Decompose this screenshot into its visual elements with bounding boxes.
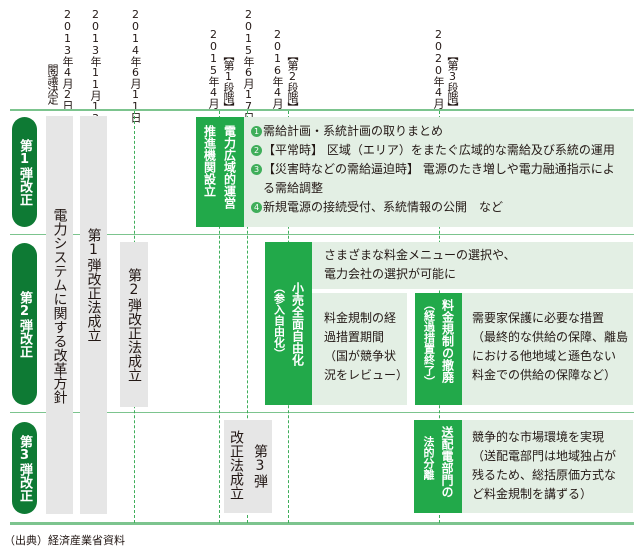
transition-period-description: 料金規制の経 過措置期間 （国が競争状 況をレビュー） [312,293,409,405]
box-line: 料金規制の撤廃 [440,299,455,383]
milestone-text: 改正法成立 [228,430,244,500]
milestone-law3: 第3弾 改正法成立 [224,420,272,513]
header-date-2013-11: 2013年11月13日 [89,8,102,134]
text-line: 過措置期間 [324,330,385,344]
duty-item-continued: る需給調整 [251,179,633,198]
text-line: （国が競争状 [324,349,397,363]
header-date-2015-04: 2015年4月 [207,28,220,108]
header-date-2015-06: 2015年6月17日 [242,8,255,122]
unbundling-description: 競争的な市場環境を実現 （送配電部門は地域独占が 残るため、総括原価方式な ど料… [462,420,633,513]
row-label-text: 第3弾改正 [17,434,32,502]
text-line: 残るため、総括原価方式な [472,468,617,482]
text-line: ど料金規制を講ずる） [472,487,593,501]
header-cabinet-decision: 閣議決定 [46,64,59,104]
header-date-2014-06: 2014年6月11日 [129,8,142,122]
consumer-protection-description: 需要家保護に必要な措置 （最終的な供給の保障、離島 における他地域と遜色ない 料… [462,293,633,405]
duty-text: る需給調整 [263,181,324,195]
duty-text: 【平常時】 区域（エリア）をまたぐ広域的な需給及び系統の運用 [263,143,615,157]
unbundling-box: 送配電部門の 法的分離 [414,420,462,513]
row-divider-2 [10,412,634,413]
timeline-marker-2015-06 [247,111,248,523]
text-line: （送配電部門は地域独占が [472,449,617,463]
text-line: 況をレビュー） [324,368,409,382]
box-line: （参入自由化） [272,282,286,359]
box-line: 送配電部門の [440,426,454,498]
text-line: 料金規制の経 [324,311,397,325]
source-note: （出典）経済産業省資料 [4,534,125,547]
row-label-text: 第2弾改正 [17,290,32,358]
duty-item: 2【平常時】 区域（エリア）をまたぐ広域的な需給及び系統の運用 [251,141,633,160]
choice-description: さまざまな料金メニューの選択や、 電力会社の選択が可能に [312,242,633,289]
box-line: 電力広域的運営 [222,125,237,209]
rate-regulation-abolition-box: 料金規制の撤廃 （経過措置終了） [415,293,462,405]
duty-text: 【災害時などの需給逼迫時】 電源のたき増しや電力融通指示によ [263,162,615,176]
bottom-divider [10,522,634,525]
text-line: 需要家保護に必要な措置 [472,311,605,325]
circled-number-icon: 1 [251,126,262,137]
milestone-text: 電力システムに関する改革方針 [51,208,68,404]
milestone-law1: 第1弾改正法成立 [80,116,107,514]
row-label-text: 第1弾改正 [17,138,32,206]
box-line: 小売全面自由化 [290,282,305,366]
duty-item: 3【災害時などの需給逼迫時】 電源のたき増しや電力融通指示によ [251,160,633,179]
duty-text: 需給計画・系統計画の取りまとめ [263,124,444,138]
milestone-text: 第3弾 [252,444,268,488]
text-line: における他地域と遜色ない [472,349,617,363]
header-date-2016-04: 2016年4月 [271,28,284,108]
box-line: 法的分離 [422,436,435,480]
milestone-law2: 第2弾改正法成立 [120,242,148,407]
text-line: 競争的な市場環境を実現 [472,430,605,444]
row-label-phase3: 第3弾改正 [12,422,37,514]
milestone-text: 第1弾改正法成立 [85,228,102,342]
duty-text: 新規電源の接続受付、系統情報の公開 など [263,200,504,214]
row-label-phase1: 第1弾改正 [12,117,37,227]
text-line: 料金での供給の保障など） [472,368,617,382]
header-date-2020-04: 2020年4月 [432,28,445,108]
header-date-2013-04: 2013年4月2日 [61,8,74,110]
row-divider-1 [10,234,634,235]
retail-liberalization-box: 小売全面自由化 （参入自由化） [265,242,312,405]
box-line: 推進機関設立 [202,125,217,197]
box-line: （経過措置終了） [422,299,436,387]
milestone-reform-policy: 電力システムに関する改革方針 [46,116,73,514]
header-phase-2: 【第2段階】 [286,50,299,112]
text-line: さまざまな料金メニューの選択や、 [324,248,516,262]
text-line: （最終的な供給の保障、離島 [472,330,629,344]
header-phase-1: 【第1段階】 [222,50,235,112]
text-line: 電力会社の選択が可能に [324,267,457,281]
top-divider [10,109,634,111]
row-label-phase2: 第2弾改正 [12,243,37,405]
timeline-marker-2015-04 [219,111,220,523]
header-phase-3: 【第3段階】 [446,50,459,112]
circled-number-icon: 3 [251,164,262,175]
circled-number-icon: 4 [251,202,262,213]
circled-number-icon: 2 [251,145,262,156]
milestone-text: 第2弾改正法成立 [126,268,142,382]
occto-establishment-box: 電力広域的運営 推進機関設立 [196,117,244,227]
